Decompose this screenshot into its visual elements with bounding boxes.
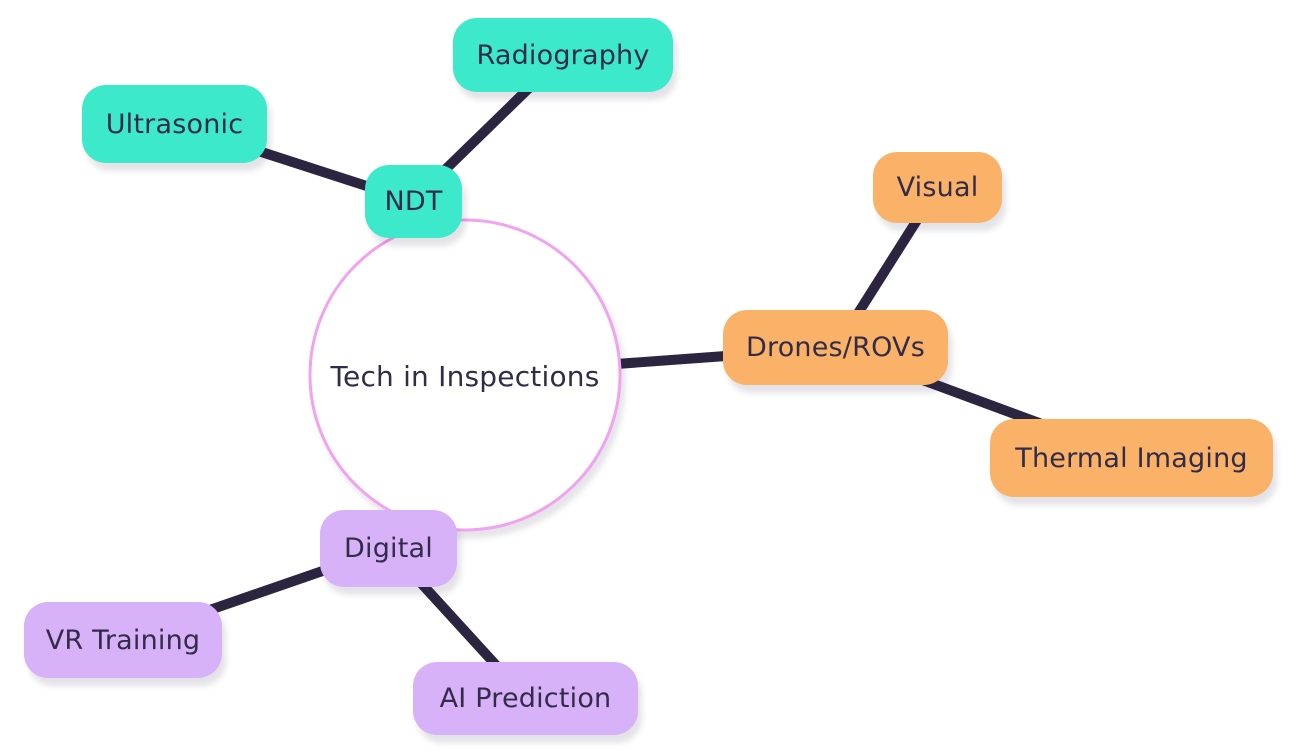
child-node-thermal-imaging[interactable]: Thermal Imaging xyxy=(990,419,1273,497)
branch-node-label: NDT xyxy=(384,186,443,217)
branch-node-digital[interactable]: Digital xyxy=(320,510,457,587)
child-node-label: AI Prediction xyxy=(439,683,612,714)
child-node-label: Visual xyxy=(896,172,979,203)
branch-node-drones-rovs[interactable]: Drones/ROVs xyxy=(723,310,948,385)
central-topic-circle[interactable] xyxy=(308,218,622,532)
branch-node-label: Drones/ROVs xyxy=(746,332,925,363)
central-topic-text: Tech in Inspections xyxy=(330,359,600,393)
child-node-label: Radiography xyxy=(476,39,650,71)
child-node-vr-training[interactable]: VR Training xyxy=(24,602,222,678)
central-topic-label[interactable]: Tech in Inspections xyxy=(310,348,620,404)
child-node-label: VR Training xyxy=(45,624,201,656)
branch-node-ndt[interactable]: NDT xyxy=(365,165,462,238)
child-node-visual[interactable]: Visual xyxy=(873,152,1002,223)
branch-node-label: Digital xyxy=(344,533,433,564)
child-node-label: Thermal Imaging xyxy=(1015,442,1248,474)
child-node-ai-prediction[interactable]: AI Prediction xyxy=(413,662,638,735)
child-node-radiography[interactable]: Radiography xyxy=(453,18,673,92)
child-node-label: Ultrasonic xyxy=(105,108,244,140)
child-node-ultrasonic[interactable]: Ultrasonic xyxy=(82,85,267,163)
